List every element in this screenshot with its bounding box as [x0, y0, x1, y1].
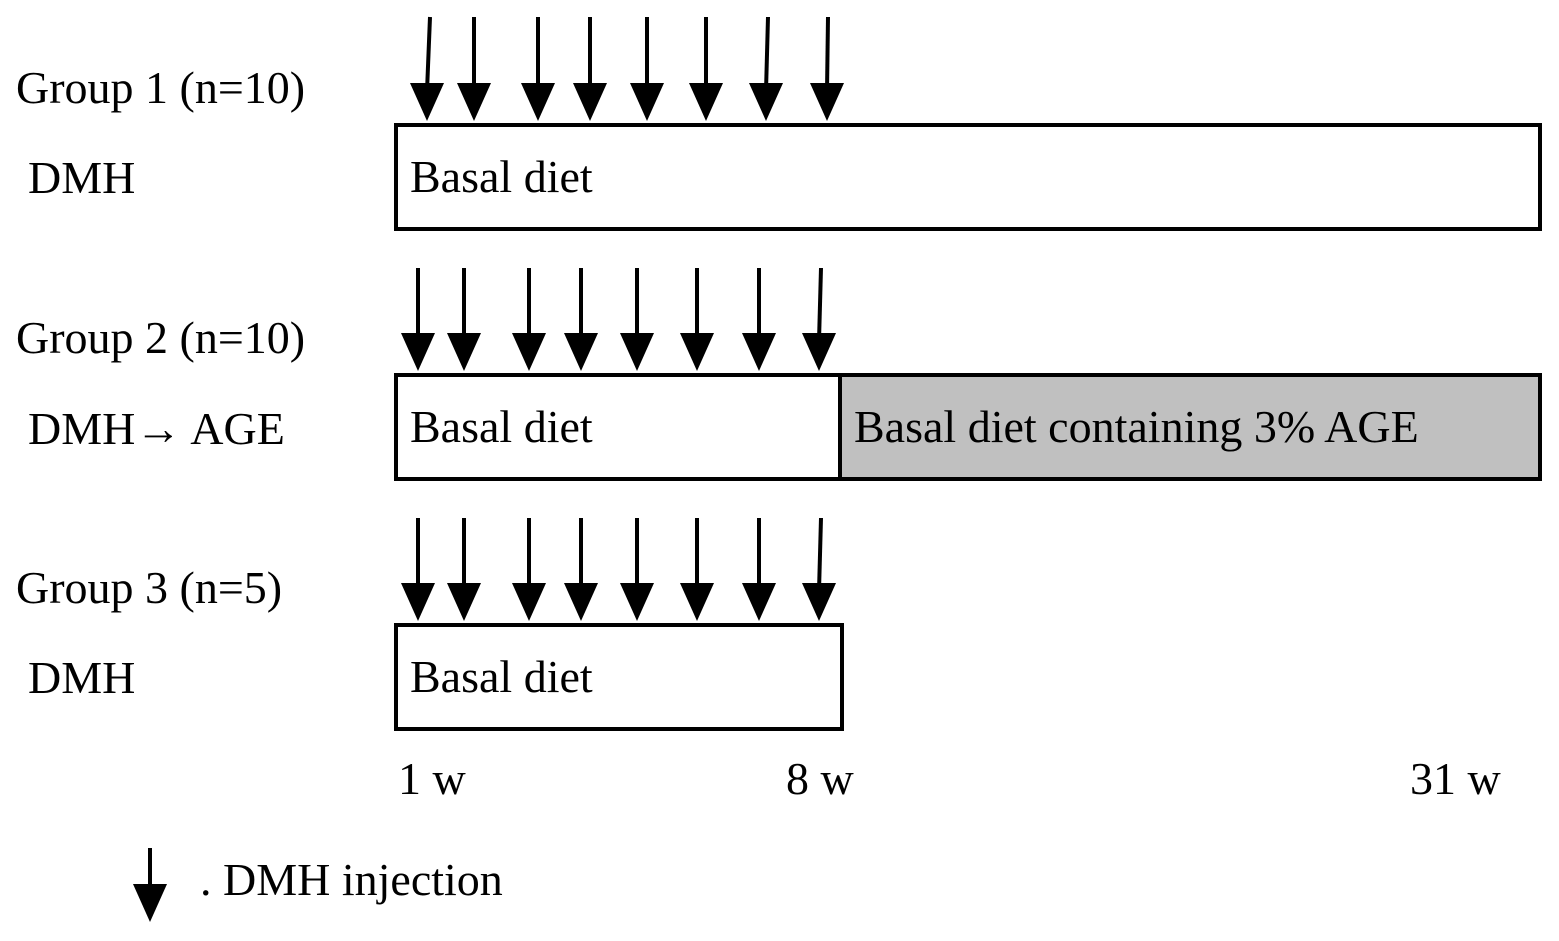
group-2-injection-arrow-icon	[802, 267, 836, 371]
group-1-treatment: DMH	[28, 152, 136, 203]
group-2-injection-arrow-icon	[564, 268, 598, 371]
group-1-injection-arrow-icon	[573, 17, 607, 121]
timeline-tick-31w: 31 w	[1410, 753, 1501, 804]
group-1-injection-arrow-icon	[457, 17, 491, 121]
group-3-injection-arrow-icon	[447, 518, 481, 621]
group-3-treatment: DMH	[28, 652, 136, 703]
group-3-injection-arrow-icon	[802, 517, 836, 621]
group-2-bar-age: Basal diet containing 3% AGE	[838, 373, 1542, 481]
legend-down-arrow-icon	[133, 848, 167, 922]
group-1-title: Group 1 (n=10)	[16, 62, 306, 113]
group-2-age-label: Basal diet containing 3% AGE	[854, 401, 1419, 452]
group-2-injection-arrow-icon	[447, 268, 481, 371]
group-1-injection-arrow-icon	[689, 17, 723, 121]
group-2-basal-label: Basal diet	[410, 401, 593, 452]
group-3-injection-arrow-icon	[742, 518, 776, 621]
group-1-injection-arrow-icon	[810, 16, 844, 121]
group-1-injection-arrow-icon	[630, 17, 664, 121]
group-2-injection-arrow-icon	[512, 268, 546, 371]
group-1-injection-arrow-icon	[521, 17, 555, 121]
group-3-injection-arrow-icon	[401, 518, 435, 621]
legend-label: . DMH injection	[200, 854, 503, 905]
group-3-title: Group 3 (n=5)	[16, 562, 283, 613]
group-2-title: Group 2 (n=10)	[16, 312, 306, 363]
group-1-bar-basal: Basal diet	[394, 123, 1542, 231]
group-2-injection-arrow-icon	[680, 268, 714, 371]
group-3-injection-arrow-icon	[680, 518, 714, 621]
group-3-injection-arrow-icon	[512, 518, 546, 621]
group-3-basal-label: Basal diet	[410, 651, 593, 702]
group-2-injection-arrow-icon	[401, 268, 435, 371]
timeline-tick-8w: 8 w	[786, 753, 854, 804]
group-2-injection-arrow-icon	[620, 268, 654, 371]
group-3-injection-arrow-icon	[564, 518, 598, 621]
timeline-tick-1w: 1 w	[398, 753, 466, 804]
group-2-injection-arrow-icon	[742, 268, 776, 371]
group-2-treatment: DMH→ AGE	[28, 403, 285, 454]
group-1-injection-arrow-icon	[749, 16, 783, 121]
group-3-injection-arrow-icon	[620, 518, 654, 621]
group-1-injection-arrow-icon	[410, 16, 444, 121]
group-3-bar-basal: Basal diet	[394, 623, 844, 731]
group-1-basal-label: Basal diet	[410, 151, 593, 202]
